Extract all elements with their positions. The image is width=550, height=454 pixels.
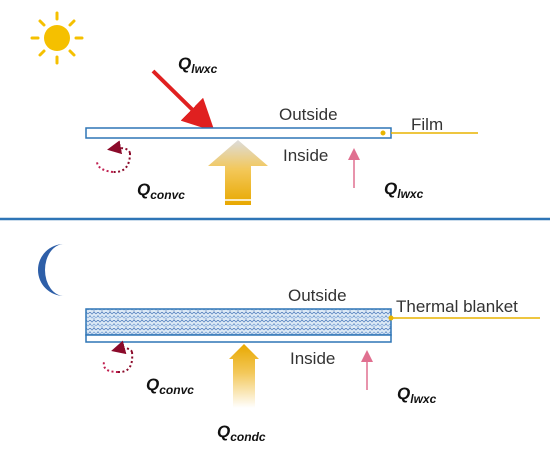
thermal-blanket-label: Thermal blanket: [396, 297, 518, 316]
film-label: Film: [411, 115, 443, 134]
day-q-convection-label: Qconvc: [137, 180, 185, 202]
night-outside-label: Outside: [288, 286, 347, 305]
film-marker-dot: [380, 130, 386, 136]
sun-icon: [30, 11, 84, 65]
day-q-radiation-out-label: Qlwxc: [384, 179, 424, 201]
q-radiation-in-label: Qlwxc: [178, 54, 218, 76]
night-heat-flow-arrow: [229, 344, 259, 408]
thermal-blanket-layer: [85, 308, 392, 336]
blanket-marker-dot: [388, 315, 394, 321]
moon-icon: [38, 244, 64, 296]
night-film-layer: [85, 334, 392, 343]
day-convection-loop: [95, 140, 131, 174]
day-inside-label: Inside: [283, 146, 328, 165]
night-convection-loop: [102, 340, 134, 374]
night-inside-label: Inside: [290, 349, 335, 368]
night-q-conduction-label: Qcondc: [217, 422, 266, 444]
night-q-radiation-out-label: Qlwxc: [397, 384, 437, 406]
radiation-in-arrow: [151, 69, 215, 132]
day-heat-flow-arrow: [208, 140, 268, 205]
film-layer: [85, 127, 392, 139]
day-outside-label: Outside: [279, 105, 338, 124]
night-q-convection-label: Qconvc: [146, 375, 194, 397]
